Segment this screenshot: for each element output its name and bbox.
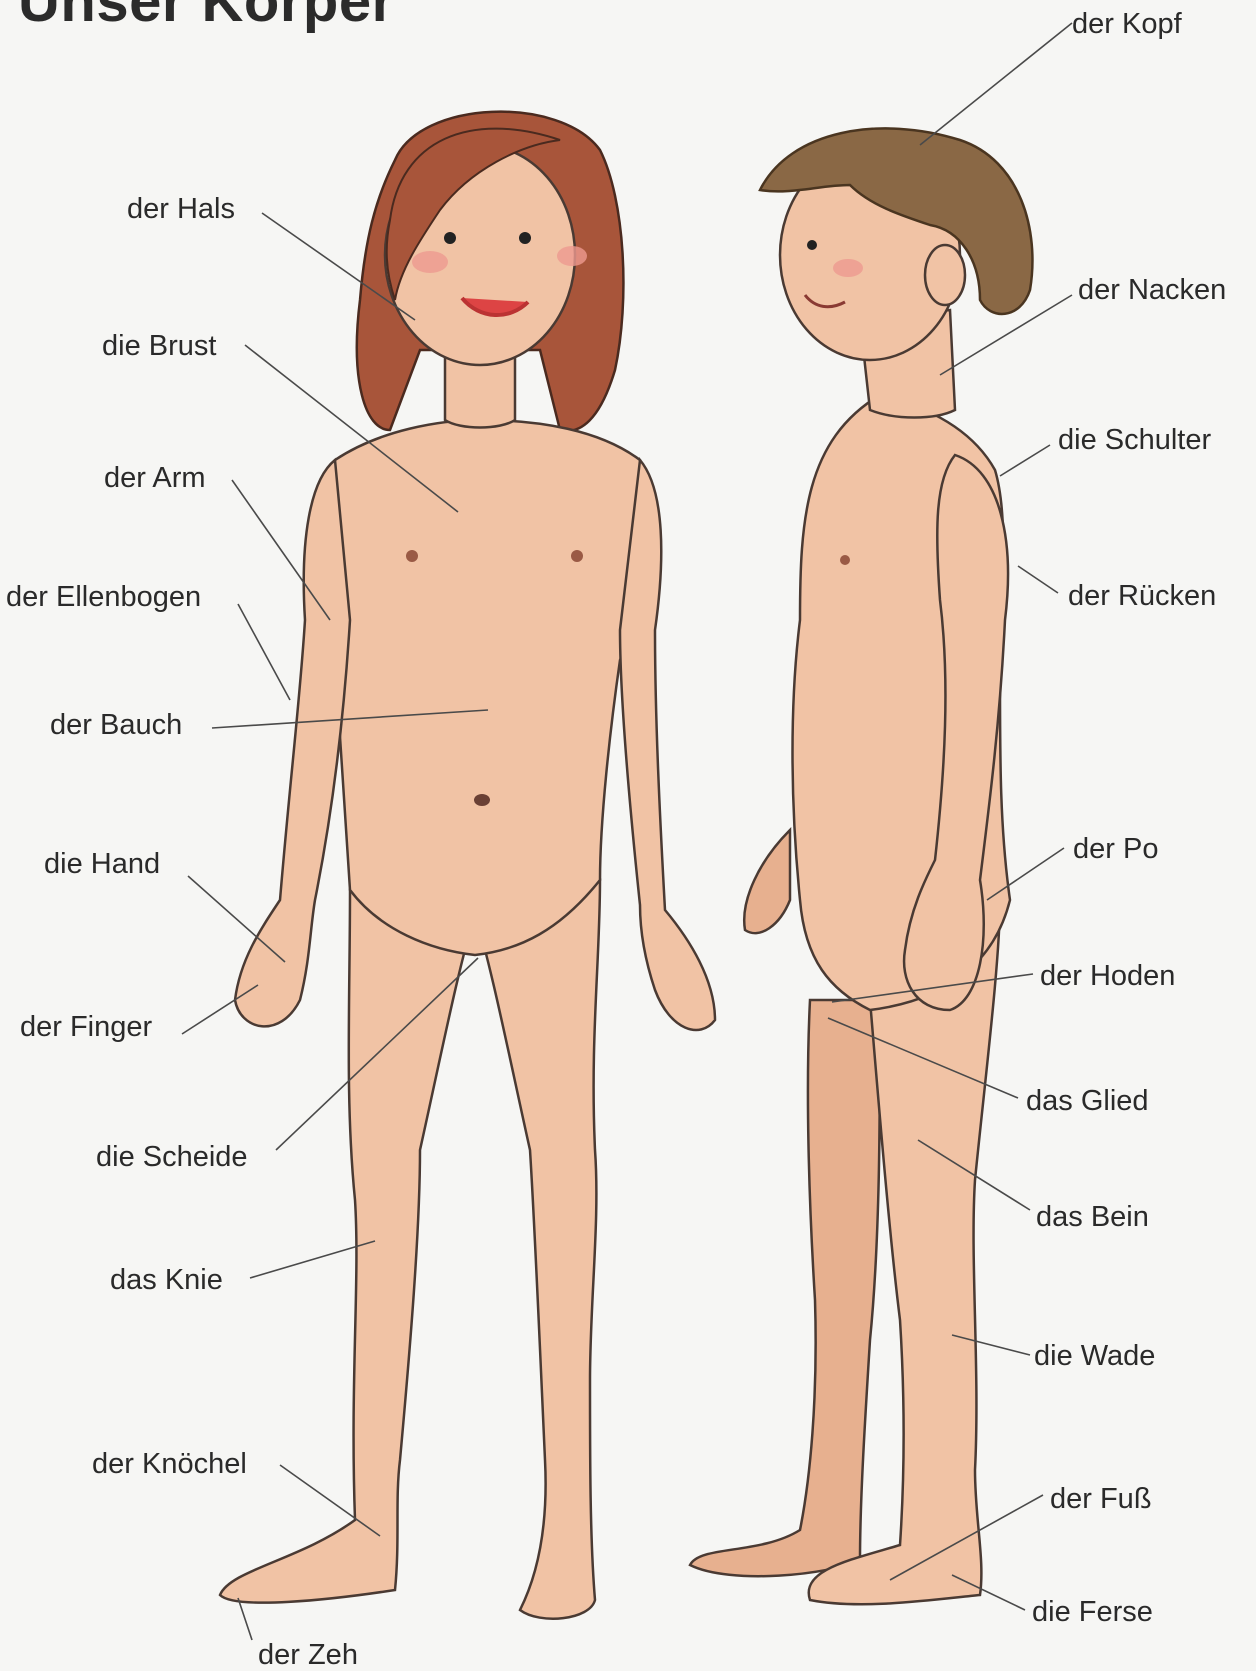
label-scheide: die Scheide (96, 1143, 248, 1172)
girl-nipple-left (406, 550, 418, 562)
label-nacken: der Nacken (1078, 276, 1226, 305)
girl-cheek-right (557, 246, 587, 266)
label-arm: der Arm (104, 464, 206, 493)
label-zeh: der Zeh (258, 1641, 358, 1670)
leader-schulter (1000, 445, 1050, 476)
label-ferse: die Ferse (1032, 1598, 1153, 1627)
leader-ellenbogen (238, 604, 290, 700)
label-knie: das Knie (110, 1266, 223, 1295)
girl-eye-left (444, 232, 456, 244)
girl-cheek-left (412, 251, 448, 273)
girl-left-arm (620, 460, 715, 1030)
leader-zeh (238, 1598, 252, 1640)
boy-nipple (840, 555, 850, 565)
label-kopf: der Kopf (1072, 10, 1182, 39)
girl-torso (320, 420, 650, 955)
label-finger: der Finger (20, 1013, 152, 1042)
boy-ear (925, 245, 965, 305)
label-hals: der Hals (127, 195, 235, 224)
label-schulter: die Schulter (1058, 426, 1211, 455)
girl-nipple-right (571, 550, 583, 562)
label-hand: die Hand (44, 850, 160, 879)
boy-eye (807, 240, 817, 250)
boy-back-leg (690, 1000, 880, 1576)
leader-kopf (920, 23, 1072, 145)
label-ruecken: der Rücken (1068, 582, 1216, 611)
label-po: der Po (1073, 835, 1158, 864)
girl-right-leg (475, 880, 600, 1619)
label-ellenbogen: der Ellenbogen (6, 583, 201, 612)
label-bein: das Bein (1036, 1203, 1149, 1232)
label-brust: die Brust (102, 332, 216, 361)
label-fuss: der Fuß (1050, 1485, 1152, 1514)
girl-eye-right (519, 232, 531, 244)
girl-figure (220, 112, 715, 1619)
label-knoechel: der Knöchel (92, 1450, 247, 1479)
girl-navel (474, 794, 490, 806)
leader-ruecken (1018, 566, 1058, 593)
label-wade: die Wade (1034, 1342, 1155, 1371)
boy-cheek (833, 259, 863, 277)
girl-right-arm (235, 460, 350, 1026)
label-bauch: der Bauch (50, 711, 182, 740)
label-hoden: der Hoden (1040, 962, 1175, 991)
boy-back-hand (744, 830, 790, 933)
label-glied: das Glied (1026, 1087, 1149, 1116)
